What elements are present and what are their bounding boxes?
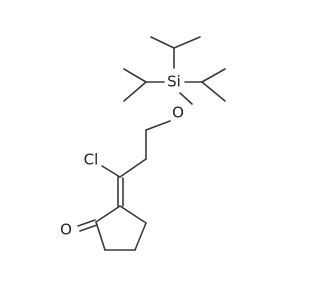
chlorine-label: Cl	[84, 151, 99, 169]
bond-ring-c5-c1	[119, 205, 147, 224]
bond-ipr-right-methyl-down	[201, 81, 226, 102]
silicon-label: Si	[167, 73, 181, 91]
ketone-oxygen-label: O	[60, 221, 72, 239]
bond-ipr-right-methyl-up	[201, 68, 226, 83]
bond-ring-c4-c5	[134, 222, 147, 251]
bond-carbonyl-double-b	[79, 224, 98, 232]
bond-o-ch2	[145, 120, 171, 131]
bond-ipr-left-methyl-down	[123, 81, 147, 102]
molecule-structure: Si O Cl O	[60, 36, 226, 251]
atom-labels: Si O Cl O	[60, 73, 184, 239]
bond-si-o	[179, 92, 193, 105]
bond-ipr-top-methyl-right	[173, 36, 201, 49]
bond-vinyl-carbon-cl	[101, 165, 121, 178]
bond-ring-c2-c3	[95, 221, 106, 251]
bond-ch2-vinyl-carbon	[119, 158, 147, 178]
bond-ring-c1-c2	[95, 205, 121, 223]
ether-oxygen-label: O	[172, 104, 184, 122]
bond-carbonyl-double-a	[77, 219, 96, 227]
bonds	[77, 36, 226, 251]
bond-ipr-top-methyl-left	[150, 36, 175, 49]
bond-ipr-left-methyl-up	[123, 68, 147, 83]
